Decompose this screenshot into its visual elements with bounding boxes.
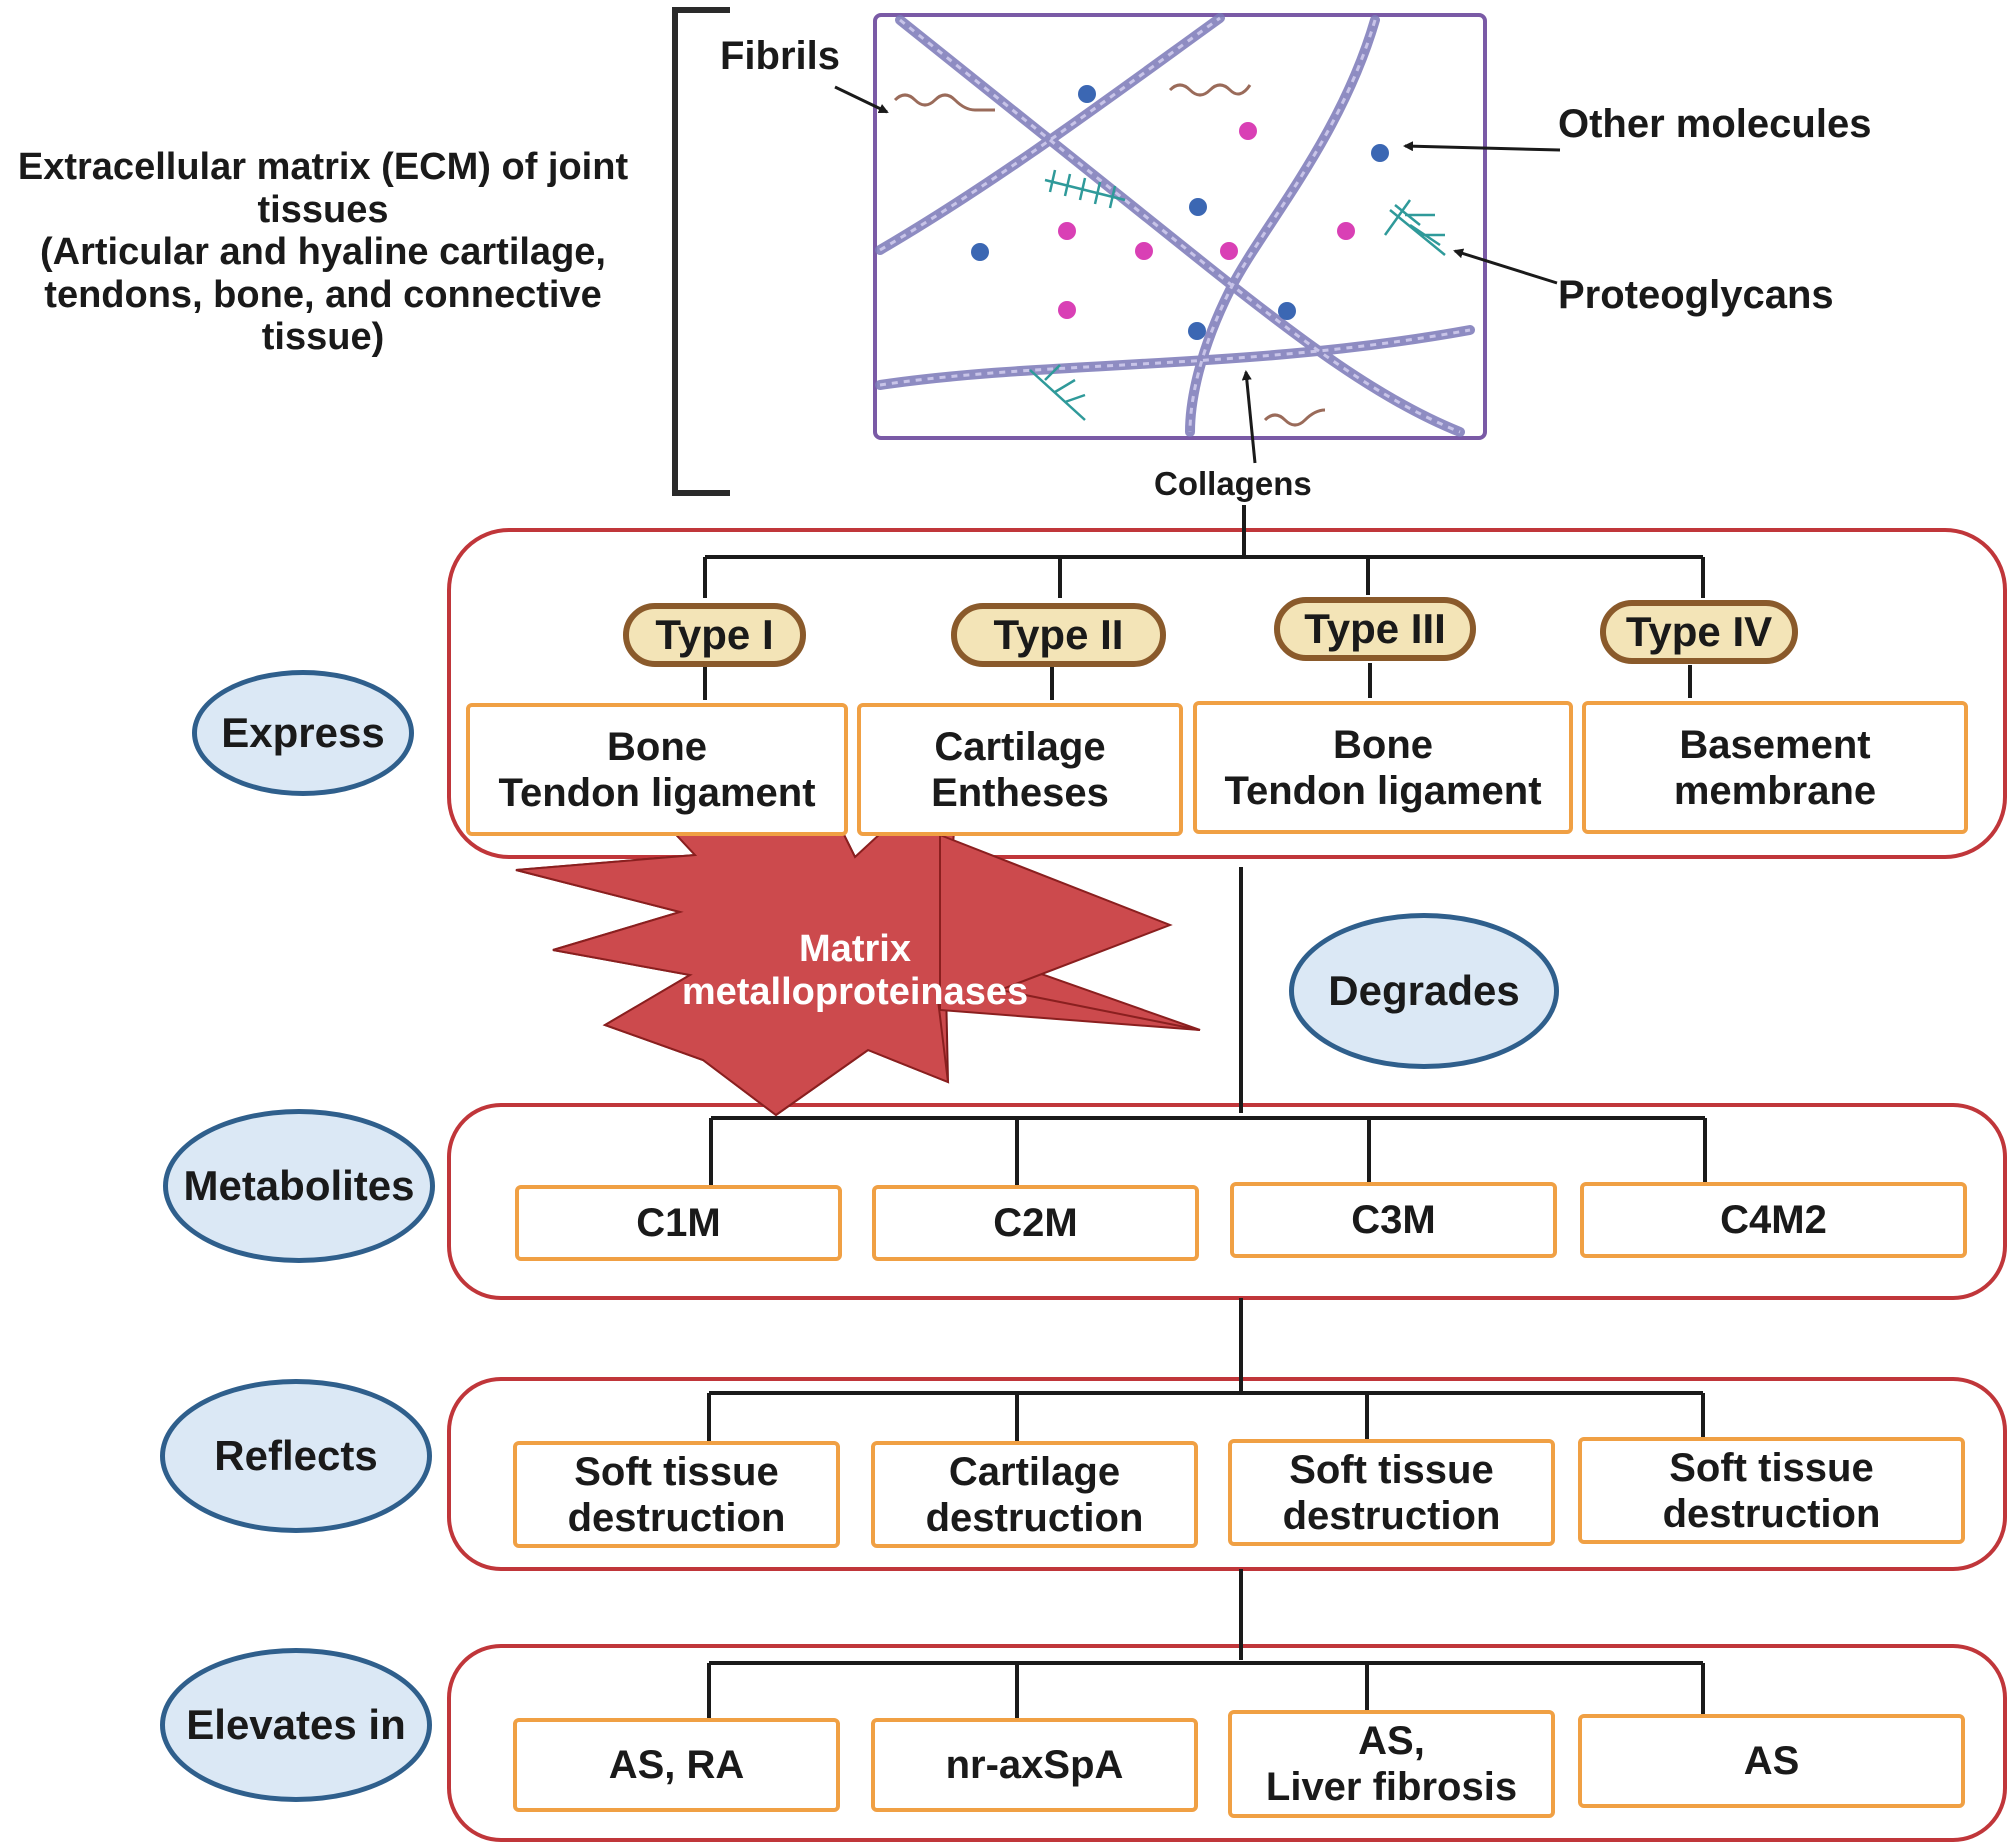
metabolite-box: C4M2 (1580, 1182, 1967, 1258)
reflects-line: destruction (925, 1495, 1144, 1540)
mmp-label-line: Matrix (799, 928, 911, 970)
elevates-line: Liver fibrosis (1265, 1765, 1518, 1809)
metabolites-section-frame (447, 1103, 2007, 1300)
collagens-arrow (1241, 370, 1257, 464)
mmp-label-line: metalloproteinases (681, 970, 1029, 1013)
type-badge: Type III (1274, 597, 1476, 661)
proteoglycans-arrow (1453, 248, 1558, 285)
ecm-title-line: tissue) (261, 316, 385, 359)
reflects-line: Soft tissue (1289, 1447, 1494, 1492)
elevates-line: nr-axSpA (945, 1743, 1124, 1787)
ecm-title-line: Extracellular matrix (ECM) of joint (17, 146, 629, 188)
type-badge: Type II (951, 603, 1166, 667)
elevates-line: AS, RA (608, 1743, 745, 1787)
blue-molecules (971, 85, 1389, 340)
type-badge: Type IV (1600, 600, 1798, 664)
ecm-title-line: tissues (257, 188, 389, 231)
other-molecules-label: Other molecules (1558, 102, 1872, 146)
elevates-section-frame (447, 1644, 2007, 1842)
tissue-line: Tendon ligament (1224, 768, 1542, 813)
reflects-ellipse: Reflects (160, 1379, 432, 1533)
connector-lines (703, 505, 1707, 1720)
reflects-box: Soft tissue destruction (513, 1441, 840, 1548)
tissue-box: Cartilage Entheses (857, 703, 1183, 836)
tissue-box: Basement membrane (1582, 701, 1968, 834)
mmp-label: Matrix metalloproteinases (640, 928, 1070, 1013)
metabolite-box: C3M (1230, 1182, 1557, 1258)
fibrils-label: Fibrils (720, 34, 841, 78)
degrades-ellipse: Degrades (1289, 913, 1559, 1069)
reflects-line: Soft tissue (574, 1449, 779, 1494)
proteoglycan-brushes (1029, 169, 1446, 421)
elevates-ellipse: Elevates in (160, 1648, 432, 1802)
tissue-box: Bone Tendon ligament (466, 703, 848, 836)
fibril-squiggles (893, 83, 1326, 427)
ecm-matrix-panel (873, 13, 1487, 440)
elevates-box: AS, Liver fibrosis (1228, 1710, 1555, 1818)
tissue-line: Basement (1679, 722, 1871, 767)
tissue-line: Cartilage (934, 724, 1106, 769)
ecm-title-line: tendons, bone, and connective (44, 273, 602, 316)
metabolite-box: C1M (515, 1185, 842, 1261)
other-molecules-arrow (1403, 141, 1561, 152)
reflects-box: Cartilage destruction (871, 1441, 1198, 1548)
reflects-box: Soft tissue destruction (1578, 1437, 1965, 1544)
tissue-line: Tendon ligament (498, 770, 816, 815)
reflects-line: destruction (1282, 1493, 1501, 1538)
elevates-line: AS (1743, 1739, 1800, 1783)
reflects-box: Soft tissue destruction (1228, 1439, 1555, 1546)
proteoglycans-label: Proteoglycans (1558, 273, 1834, 317)
tissue-box: Bone Tendon ligament (1193, 701, 1573, 834)
reflects-line: Cartilage (948, 1449, 1121, 1494)
tissue-line: Bone (1333, 722, 1433, 767)
ecm-title-line: (Articular and hyaline cartilage, (40, 231, 606, 274)
elevates-line: AS, (1358, 1719, 1425, 1763)
elevates-box: nr-axSpA (871, 1718, 1198, 1812)
tissue-line: membrane (1673, 768, 1877, 813)
pink-molecules (1058, 122, 1355, 319)
tissue-line: Entheses (931, 770, 1109, 815)
ecm-title: Extracellular matrix (ECM) of joint tiss… (0, 146, 646, 359)
reflects-line: Soft tissue (1669, 1445, 1874, 1490)
express-ellipse: Express (192, 670, 414, 796)
reflects-line: destruction (567, 1495, 786, 1540)
elevates-box: AS (1578, 1714, 1965, 1808)
tissue-line: Bone (607, 724, 707, 769)
collagen-fiber (895, 15, 1465, 437)
ecm-bracket (672, 7, 730, 496)
collagens-label: Collagens (1154, 465, 1312, 502)
mmp-starburst-rightray (939, 833, 1201, 1031)
type-badge: Type I (623, 603, 806, 667)
reflects-line: destruction (1662, 1491, 1881, 1536)
metabolites-ellipse: Metabolites (163, 1109, 435, 1263)
express-section-frame (447, 528, 2007, 859)
reflects-section-frame (447, 1377, 2007, 1571)
elevates-box: AS, RA (513, 1718, 840, 1812)
fibrils-arrow (834, 85, 889, 114)
metabolite-box: C2M (872, 1185, 1199, 1261)
